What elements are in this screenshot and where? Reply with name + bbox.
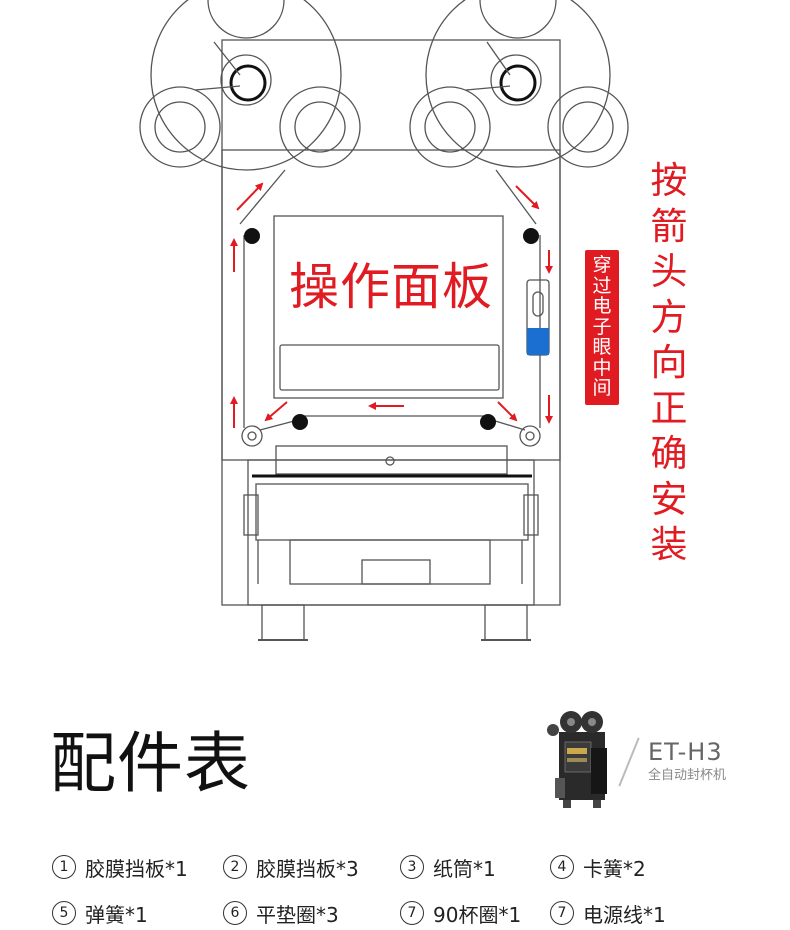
item-label: 平垫圈*3 (256, 902, 339, 927)
item-label: 胶膜挡板*3 (256, 856, 359, 881)
list-item: 7 电源线*1 (550, 896, 666, 930)
list-item: 2 胶膜挡板*3 (223, 850, 359, 884)
item-label: 电源线*1 (583, 902, 666, 927)
list-item: 4 卡簧*2 (550, 850, 646, 884)
list-item: 1 胶膜挡板*1 (52, 850, 188, 884)
item-number: 7 (550, 901, 574, 925)
item-number: 4 (550, 855, 574, 879)
item-number: 6 (223, 901, 247, 925)
item-number: 2 (223, 855, 247, 879)
item-label: 纸筒*1 (433, 856, 496, 881)
list-item: 5 弹簧*1 (52, 896, 148, 930)
item-number: 5 (52, 901, 76, 925)
model-name: ET-H3 (648, 738, 723, 766)
model-subtitle: 全自动封杯机 (648, 768, 727, 783)
item-number: 7 (400, 901, 424, 925)
parts-table-title: 配件表 (50, 725, 251, 802)
item-label: 弹簧*1 (85, 902, 148, 927)
item-label: 胶膜挡板*1 (85, 856, 188, 881)
item-number: 3 (400, 855, 424, 879)
machine-thumbnail-image (547, 711, 607, 808)
item-number: 1 (52, 855, 76, 879)
machine-film-threading-diagram (139, 0, 629, 641)
installation-instruction: 按箭头方向正确安装 (650, 159, 688, 566)
operation-panel-label: 操作面板 (289, 258, 493, 316)
divider-slash (618, 737, 640, 787)
list-item: 7 90杯圈*1 (400, 896, 521, 930)
item-label: 卡簧*2 (583, 856, 646, 881)
electronic-eye-note: 穿过电子眼中间 (585, 250, 619, 405)
item-label: 90杯圈*1 (433, 902, 522, 927)
list-item: 6 平垫圈*3 (223, 896, 339, 930)
list-item: 3 纸筒*1 (400, 850, 496, 884)
